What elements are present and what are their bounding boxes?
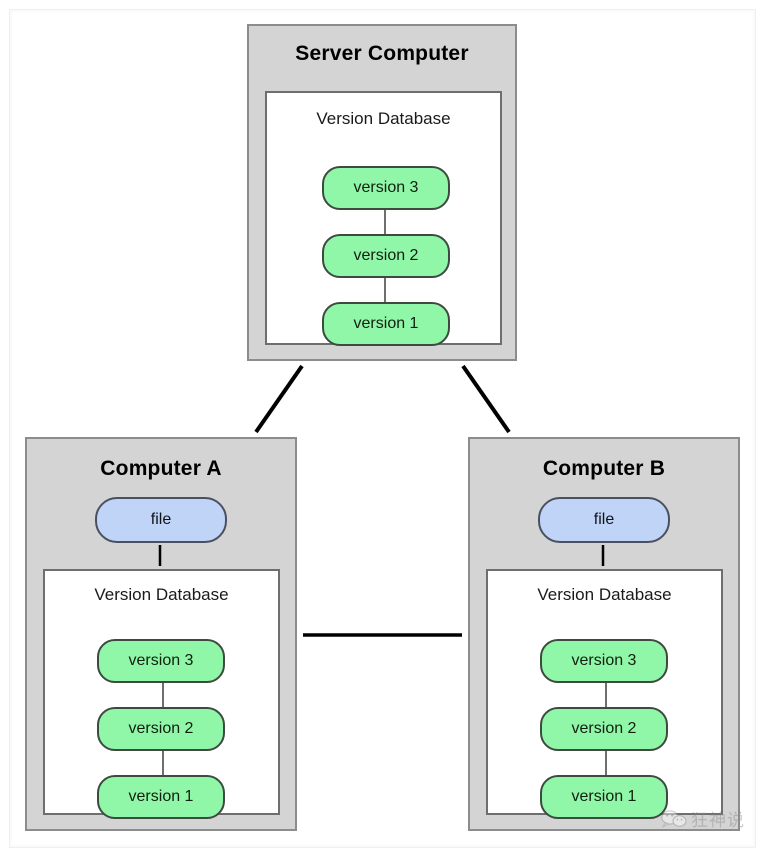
computer-a-version-database-title: Version Database <box>94 585 229 604</box>
server-version-box-3[interactable]: version 3 <box>322 166 450 210</box>
computer-b-version-box-3[interactable]: version 3 <box>540 639 668 683</box>
computer-b-version-box-1[interactable]: version 1 <box>540 775 668 819</box>
computer-b-panel: Computer B file Version Database version… <box>468 437 740 831</box>
watermark-text: 狂神说 <box>691 811 745 831</box>
watermark: 狂神说 <box>661 806 745 831</box>
computer-b-version-box-2[interactable]: version 2 <box>540 707 668 751</box>
computer-b-version-link-3-2 <box>605 683 607 709</box>
server-version-box-1[interactable]: version 1 <box>322 302 450 346</box>
computer-a-version-database: Version Database version 3 version 2 ver… <box>43 569 280 819</box>
server-computer-panel: Server Computer Version Database version… <box>247 24 517 361</box>
computer-a-version-box-3[interactable]: version 3 <box>97 639 225 683</box>
arrow-server-to-computer-b <box>461 364 511 434</box>
arrow-server-to-computer-a <box>254 364 304 434</box>
computer-a-version-link-2-1 <box>162 751 164 777</box>
computer-a-file-box[interactable]: file <box>95 497 227 543</box>
computer-b-version-link-2-1 <box>605 751 607 777</box>
server-version-database: Version Database version 3 version 2 ver… <box>265 91 502 346</box>
computer-b-title: Computer B <box>542 457 666 480</box>
wechat-icon <box>661 809 687 828</box>
computer-b-version-database: Version Database version 3 version 2 ver… <box>486 569 723 819</box>
server-version-link-3-2 <box>384 210 386 236</box>
server-computer-title: Server Computer <box>295 42 469 65</box>
computer-a-version-box-2[interactable]: version 2 <box>97 707 225 751</box>
computer-b-version-database-title: Version Database <box>537 585 672 604</box>
computer-a-panel: Computer A file Version Database version… <box>25 437 297 831</box>
computer-b-file-box[interactable]: file <box>538 497 670 543</box>
computer-a-version-link-3-2 <box>162 683 164 709</box>
computer-a-title: Computer A <box>100 457 222 480</box>
server-version-database-title: Version Database <box>316 109 451 128</box>
server-version-box-2[interactable]: version 2 <box>322 234 450 278</box>
computer-a-version-box-1[interactable]: version 1 <box>97 775 225 819</box>
server-version-link-2-1 <box>384 278 386 304</box>
